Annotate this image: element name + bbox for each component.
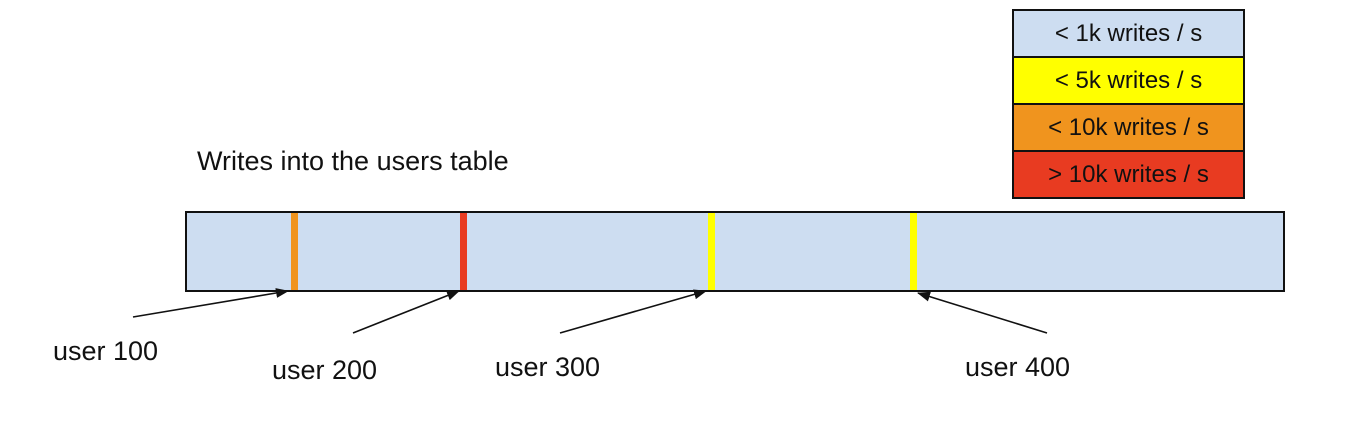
diagram-title: Writes into the users table <box>197 146 509 176</box>
user-200-label: user 200 <box>272 355 378 385</box>
user-300-label: user 300 <box>495 352 601 382</box>
user-100-label: user 100 <box>53 336 159 366</box>
arrow-user-300 <box>559 289 707 334</box>
legend-item-lt-5k: < 5k writes / s <box>1012 56 1245 105</box>
legend-item-label: < 5k writes / s <box>1054 66 1203 94</box>
legend-item-label: > 10k writes / s <box>1048 160 1209 188</box>
hotspot-marker-user-100 <box>291 213 298 290</box>
legend-item-label: < 1k writes / s <box>1054 19 1203 47</box>
arrow-user-400 <box>917 291 1048 334</box>
legend-item-lt-10k: < 10k writes / s <box>1012 103 1245 152</box>
user-400-label: user 400 <box>965 352 1071 382</box>
hotspot-marker-user-300 <box>708 213 715 290</box>
legend-item-label: < 10k writes / s <box>1048 113 1209 141</box>
write-rate-legend: < 1k writes / s < 5k writes / s < 10k wr… <box>1012 9 1245 199</box>
arrow-user-100 <box>132 288 289 318</box>
hotspot-marker-user-400 <box>910 213 917 290</box>
users-table-band <box>185 211 1285 292</box>
legend-item-gt-10k: > 10k writes / s <box>1012 150 1245 199</box>
arrow-user-200 <box>352 290 460 334</box>
hotspot-marker-user-200 <box>460 213 467 290</box>
legend-item-lt-1k: < 1k writes / s <box>1012 9 1245 58</box>
